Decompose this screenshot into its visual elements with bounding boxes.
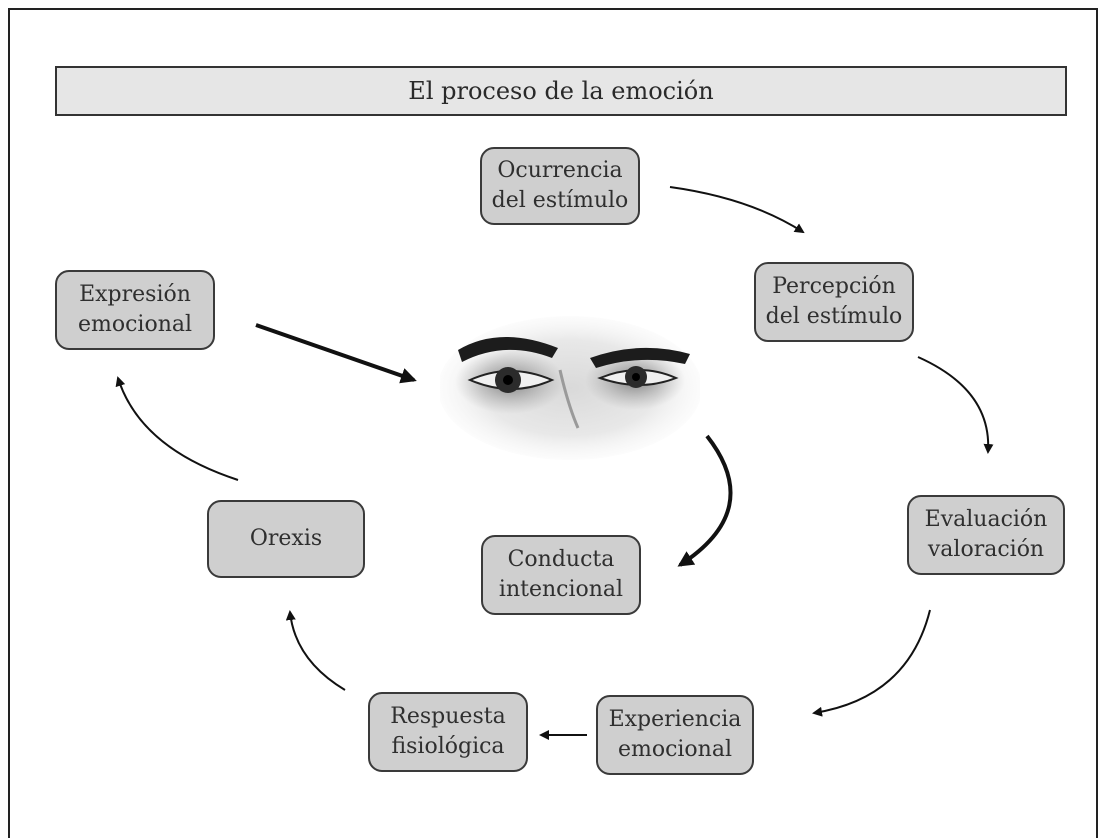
node-conducta-intencional: Conducta intencional: [481, 535, 641, 615]
node-respuesta-fisiologica: Respuesta fisiológica: [368, 692, 528, 772]
node-ocurrencia-del-estimulo: Ocurrencia del estímulo: [480, 147, 640, 225]
arrow-ocurrencia-to-percepcion: [669, 186, 805, 234]
arrow-orexis-to-expresion: [115, 376, 239, 481]
node-evaluacion-valoracion: Evaluación valoración: [907, 495, 1065, 575]
node-label: Ocurrencia del estímulo: [491, 158, 629, 213]
arrow-evaluacion-to-experiencia: [812, 609, 931, 717]
node-label: Evaluación valoración: [924, 507, 1048, 562]
node-label: Orexis: [249, 526, 323, 551]
arrow-respuesta-to-orexis: [285, 610, 346, 691]
diagram-title-text: El proceso de la emoción: [408, 77, 714, 105]
node-label: Experiencia emocional: [608, 707, 742, 762]
node-percepcion-del-estimulo: Percepción del estímulo: [754, 262, 914, 342]
arrow-percepcion-to-evaluacion: [917, 356, 994, 454]
node-label: Expresión emocional: [77, 282, 193, 337]
eyes-image: [440, 316, 700, 460]
node-experiencia-emocional: Experiencia emocional: [596, 695, 754, 775]
node-orexis: Orexis: [207, 500, 365, 578]
node-label: Percepción del estímulo: [765, 274, 903, 329]
arrow-expresion-to-eyes: [255, 323, 417, 384]
node-label: Respuesta fisiológica: [390, 704, 506, 759]
arrow-eyes-to-conducta: [677, 434, 733, 567]
diagram-title: El proceso de la emoción: [55, 66, 1067, 116]
figure-frame: [8, 8, 1098, 838]
node-label: Conducta intencional: [498, 547, 624, 602]
node-expresion-emocional: Expresión emocional: [55, 270, 215, 350]
